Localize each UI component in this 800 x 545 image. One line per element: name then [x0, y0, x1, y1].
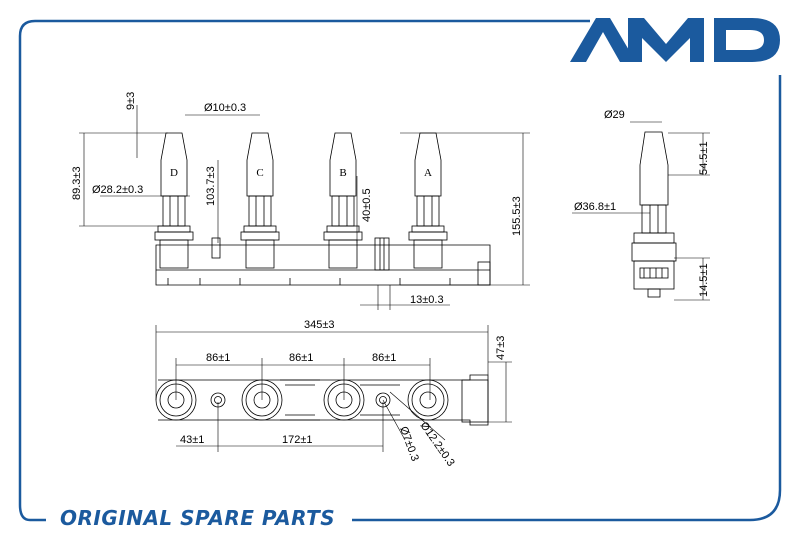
- dim-coil-height: 103.7±3: [205, 166, 217, 206]
- coil-label-d: D: [170, 167, 178, 179]
- top-view: [155, 374, 489, 426]
- dim-total-height: 155.5±3: [511, 196, 523, 236]
- dim-13: 13±0.3: [410, 294, 444, 306]
- dim-pitch-3: 86±1: [372, 352, 396, 364]
- coil-label-b: B: [339, 167, 346, 179]
- amd-logo: [570, 18, 780, 62]
- coil-tower: [240, 132, 280, 269]
- coil-tower: [154, 132, 194, 269]
- dim-length: 345±3: [304, 319, 335, 331]
- coil-label-a: A: [424, 167, 432, 179]
- coil-tower: [323, 132, 363, 269]
- coil-label-c: C: [256, 167, 263, 179]
- dim-pitch-2: 86±1: [289, 352, 313, 364]
- dim-boot-diameter: Ø28.2±0.3: [92, 184, 143, 196]
- original-spare-parts-label: ORIGINAL SPARE PARTS: [60, 506, 336, 530]
- side-view: [631, 131, 677, 298]
- dim-tip-diameter: Ø10±0.3: [204, 102, 246, 114]
- dim-side-tip: Ø29: [604, 109, 625, 121]
- dim-offset: 43±1: [180, 434, 204, 446]
- coil-boss: [407, 379, 449, 421]
- dim-side-boot-len: 54.5±1: [698, 141, 710, 175]
- front-housing: [155, 244, 491, 286]
- dim-pitch-1: 86±1: [206, 352, 230, 364]
- coil-tower: [408, 132, 448, 269]
- dim-hole-small: Ø7±0.3: [397, 425, 421, 463]
- dim-side-body: Ø36.8±1: [574, 201, 616, 213]
- dim-top-gap: 9±3: [125, 92, 137, 110]
- dim-width: 47±3: [495, 336, 507, 360]
- dim-40: 40±0.5: [361, 188, 373, 222]
- dim-span: 172±1: [282, 434, 313, 446]
- dim-hole-large: Ø12.2±0.3: [418, 420, 457, 469]
- dim-side-connector: 14.5±1: [698, 263, 710, 297]
- dim-boot-height: 89.3±3: [71, 166, 83, 200]
